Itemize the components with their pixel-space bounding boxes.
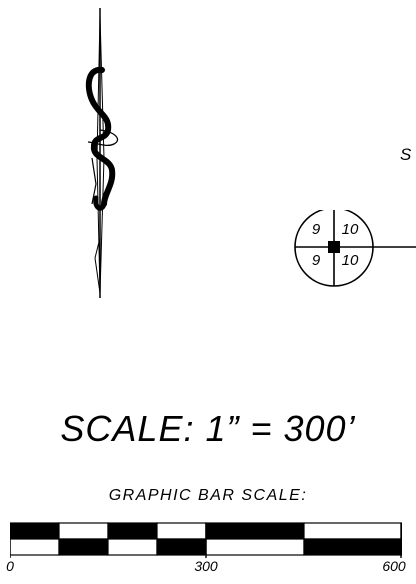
bar-scale-tick-0: 0 [6, 558, 14, 574]
bar-scale-segment [10, 522, 60, 540]
corner-number-bottom-right: 10 [341, 252, 359, 269]
corner-number-top-right: 10 [341, 221, 359, 238]
bar-scale-segment [205, 522, 305, 540]
bar-scale-segment [58, 538, 109, 556]
bar-scale-tick-600: 600 [382, 558, 406, 574]
scale-title: SCALE: 1” = 300’ [60, 408, 356, 449]
bar-scale-segment [58, 522, 109, 540]
section-corner-icon [294, 210, 416, 287]
section-label: S [400, 145, 413, 164]
bar-scale-segment [156, 538, 207, 556]
graphic-bar-scale [10, 522, 402, 558]
bar-scale-title: GRAPHIC BAR SCALE: [108, 487, 308, 504]
bar-scale-segment [205, 538, 305, 556]
bar-scale-segment [10, 538, 60, 556]
bar-scale-segment [303, 538, 402, 556]
bar-scale-segment [107, 522, 158, 540]
north-arrow-icon [85, 8, 119, 298]
bar-scale-segment [303, 522, 402, 540]
bar-scale-segment [107, 538, 158, 556]
corner-number-top-left: 9 [311, 221, 321, 238]
bar-scale-segment [156, 522, 207, 540]
section-corner-symbol: 9 10 9 10 [288, 210, 416, 290]
bar-scale-tick-300: 300 [194, 558, 218, 574]
corner-number-bottom-left: 9 [311, 252, 321, 269]
